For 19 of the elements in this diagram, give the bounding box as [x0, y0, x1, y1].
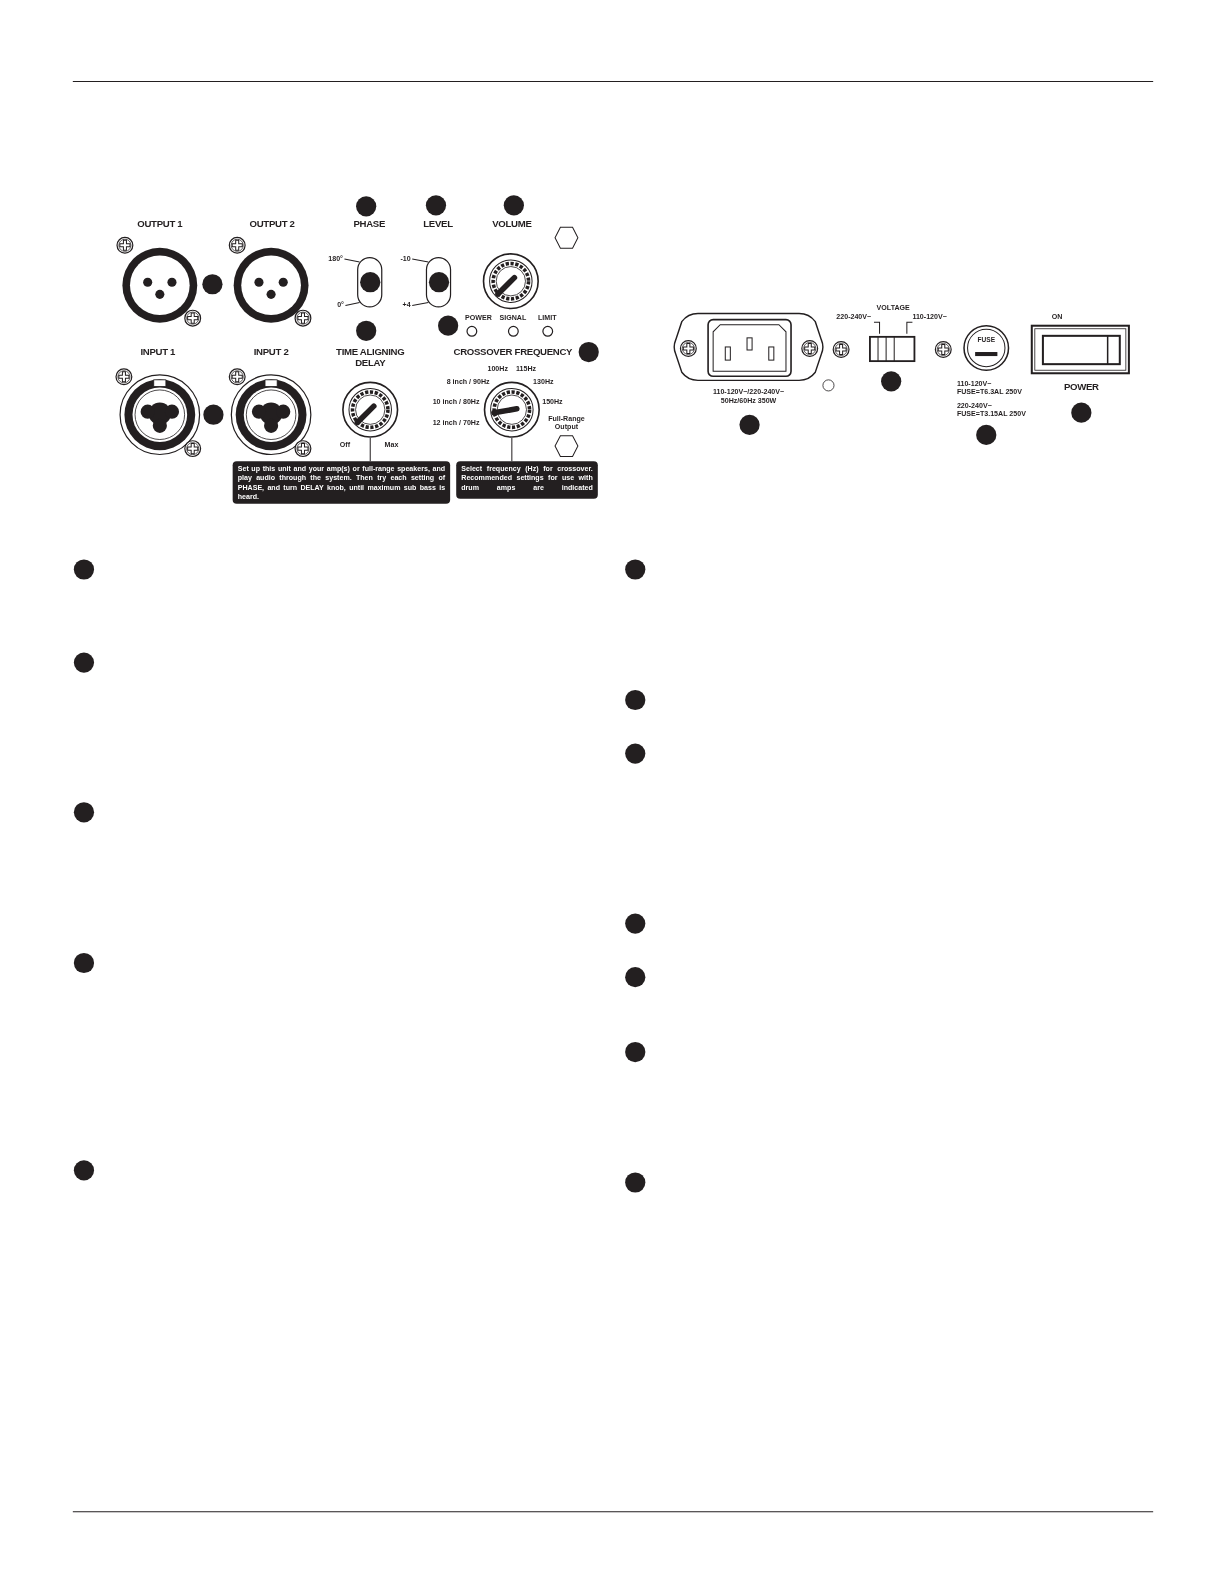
switch-label: POWER [1063, 381, 1099, 393]
leader-line [411, 258, 429, 263]
control-label: CROSSOVER FREQUENCY [453, 346, 573, 358]
jack-label: INPUT 1 [140, 346, 176, 358]
jack-label: INPUT 2 [253, 346, 289, 358]
leader-line [344, 301, 361, 306]
control-label: VOLUME [492, 219, 532, 231]
rotary-knob [482, 252, 540, 310]
leader-line [411, 301, 429, 306]
leader-line [343, 258, 361, 263]
jack-label: OUTPUT 1 [137, 219, 183, 231]
control-label: TIME ALIGNING DELAY [335, 347, 406, 370]
jack-label: OUTPUT 2 [249, 219, 295, 231]
instruction-panel [456, 461, 598, 499]
leader-line [511, 437, 513, 462]
leader-line [369, 437, 371, 462]
rotary-knob [341, 381, 399, 438]
control-label: PHASE [353, 219, 385, 231]
control-label: LEVEL [423, 219, 453, 231]
